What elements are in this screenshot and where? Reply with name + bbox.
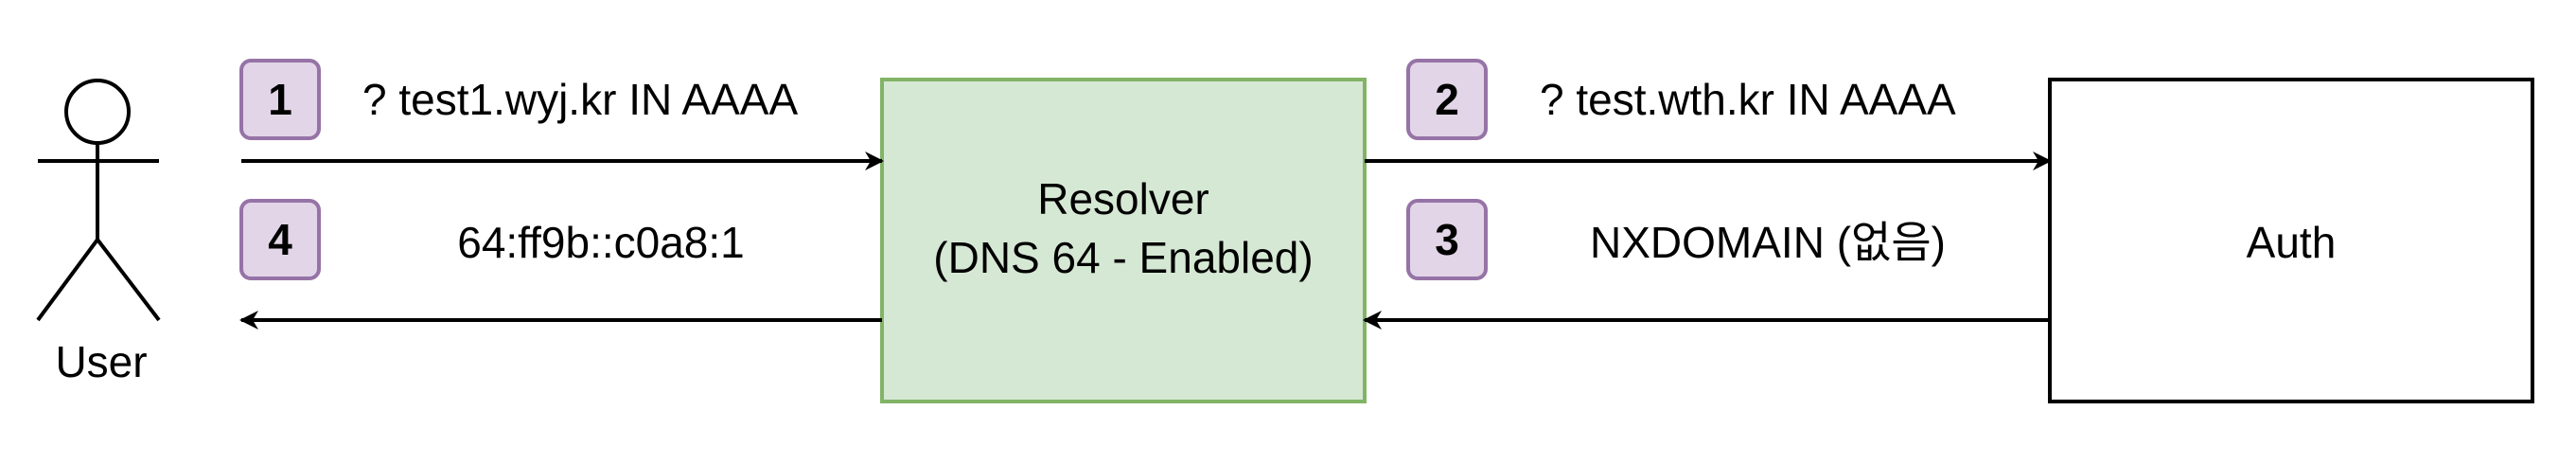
step-2-label: ? test.wth.kr IN AAAA <box>1540 75 1956 124</box>
user-label: User <box>55 337 147 386</box>
step-3-badge <box>1406 199 1488 280</box>
resolver-box <box>880 78 1367 403</box>
step-4-label: 64:ff9b::c0a8:1 <box>457 218 745 267</box>
step-4-badge <box>239 199 321 280</box>
auth-box <box>2048 78 2534 403</box>
step-2-number: 2 <box>1435 75 1459 124</box>
user-actor-icon <box>36 79 161 322</box>
step-1-number: 1 <box>268 75 292 124</box>
step-2-badge <box>1406 59 1488 140</box>
step-1-label: ? test1.wyj.kr IN AAAA <box>362 75 798 124</box>
step-4-number: 4 <box>268 215 292 264</box>
step-1-badge <box>239 59 321 140</box>
resolver-title: Resolver <box>1037 174 1209 223</box>
auth-label: Auth <box>2247 218 2337 267</box>
resolver-subtitle: (DNS 64 - Enabled) <box>933 233 1313 282</box>
step-3-label: NXDOMAIN (없음) <box>1590 218 1946 267</box>
step-3-number: 3 <box>1435 215 1459 264</box>
